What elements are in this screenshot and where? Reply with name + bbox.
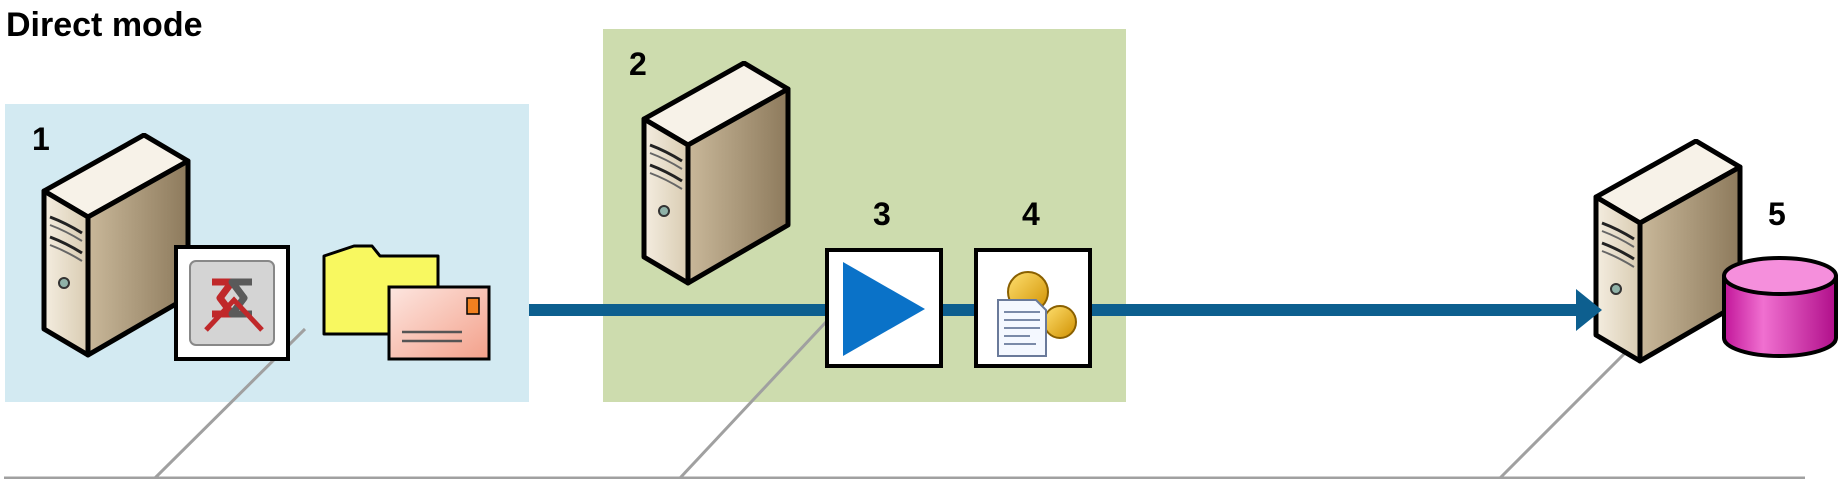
diagram-title: Direct mode bbox=[6, 6, 203, 44]
connector-server-icon bbox=[644, 63, 788, 283]
step-number-5: 5 bbox=[1768, 196, 1786, 232]
play-icon bbox=[825, 248, 943, 368]
config-document-icon bbox=[974, 248, 1092, 368]
exchange-icon bbox=[174, 245, 290, 361]
callout-line-2 bbox=[678, 320, 828, 479]
step-number-4: 4 bbox=[1022, 196, 1040, 232]
destination-server-icon bbox=[1596, 141, 1740, 361]
step-number-1: 1 bbox=[32, 121, 50, 157]
database-icon bbox=[1722, 256, 1838, 358]
step-number-3: 3 bbox=[873, 196, 891, 232]
mail-folder-icon bbox=[322, 244, 491, 361]
step-number-2: 2 bbox=[629, 46, 647, 82]
exchange-server-icon bbox=[44, 135, 188, 355]
